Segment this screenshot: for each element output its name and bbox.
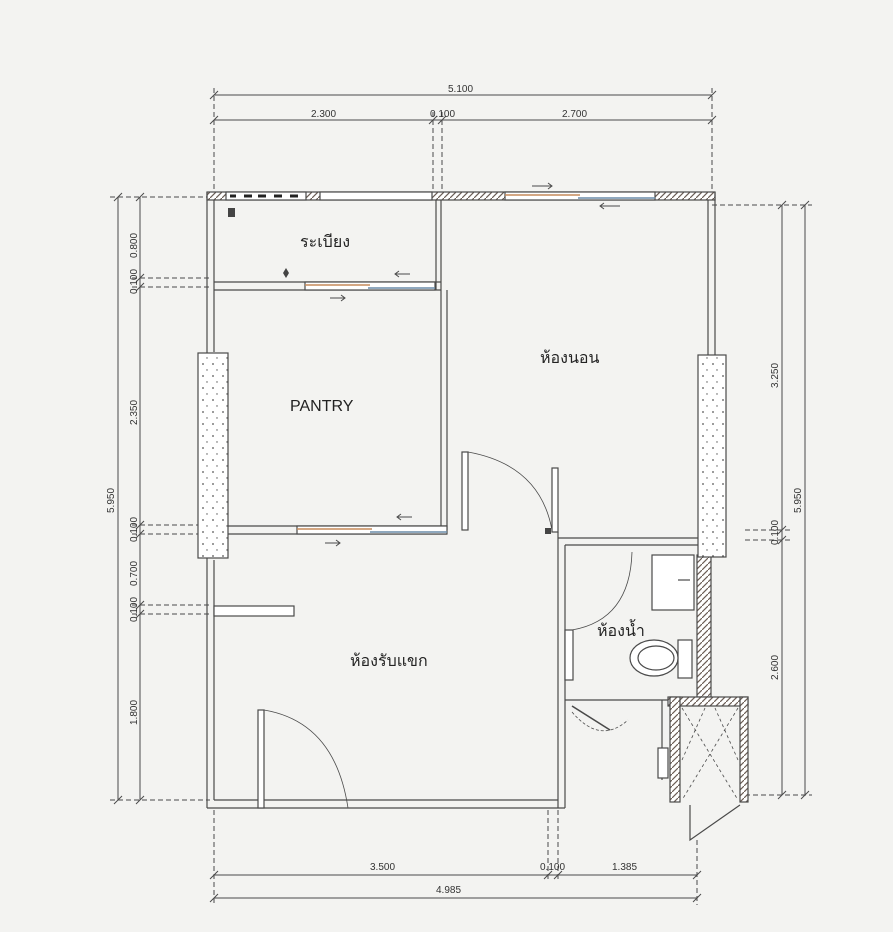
dim-left-gap: 0.700 — [129, 561, 140, 586]
dim-bottom-left: 3.500 — [370, 862, 395, 873]
entry-door — [257, 709, 349, 809]
room-label-bedroom: ห้องนอน — [540, 348, 600, 367]
laundry-door — [571, 705, 629, 732]
dim-top-left: 2.300 — [311, 109, 336, 120]
dim-right-bath: 2.600 — [770, 655, 781, 680]
room-label-bathroom: ห้องน้ำ — [597, 619, 645, 640]
right-column — [697, 354, 727, 558]
bathroom-walls — [557, 532, 749, 808]
dim-bottom-total: 4.985 — [436, 885, 461, 896]
dim-right-bedroom: 3.250 — [770, 363, 781, 388]
dim-right-total: 5.950 — [793, 488, 804, 513]
water-heater — [657, 747, 669, 779]
pantry-living-divider — [228, 513, 448, 547]
balcony-pantry-divider — [214, 270, 441, 302]
dim-top-mid: 0.100 — [430, 109, 455, 120]
bathroom-sink — [651, 554, 695, 611]
floor-drain-marker — [228, 208, 235, 217]
shaft-cross-hatch — [681, 707, 739, 801]
room-label-pantry: PANTRY — [290, 398, 354, 415]
living-shelf — [213, 605, 295, 617]
top-sliding-window — [504, 182, 656, 210]
dim-left-wall-3: 0.100 — [129, 597, 140, 622]
dim-top-total: 5.100 — [448, 84, 473, 95]
room-label-balcony: ระเบียง — [300, 232, 350, 251]
left-column — [197, 352, 229, 559]
dim-left-wall-1: 0.100 — [129, 269, 140, 294]
dim-left-living: 1.800 — [129, 700, 140, 725]
bathroom-door — [564, 551, 633, 681]
dim-left-balcony: 0.800 — [129, 233, 140, 258]
bedroom-door — [461, 451, 559, 533]
bottom-dimension-lines — [209, 810, 702, 905]
room-label-living: ห้องรับแขก — [350, 651, 428, 670]
dim-right-wall: 0.100 — [770, 520, 781, 545]
dim-bottom-mid: 0.100 — [540, 862, 565, 873]
dim-bottom-right: 1.385 — [612, 862, 637, 873]
right-dimension-lines — [712, 200, 812, 800]
shaft-door — [689, 804, 741, 842]
dim-left-wall-2: 0.100 — [129, 517, 140, 542]
dim-left-pantry: 2.350 — [129, 400, 140, 425]
balcony-tap-marker — [283, 268, 289, 278]
left-dimension-lines — [110, 192, 210, 805]
dim-top-right: 2.700 — [562, 109, 587, 120]
top-dimension-lines — [209, 88, 717, 200]
dim-left-total: 5.950 — [106, 488, 117, 513]
toilet — [629, 639, 693, 679]
